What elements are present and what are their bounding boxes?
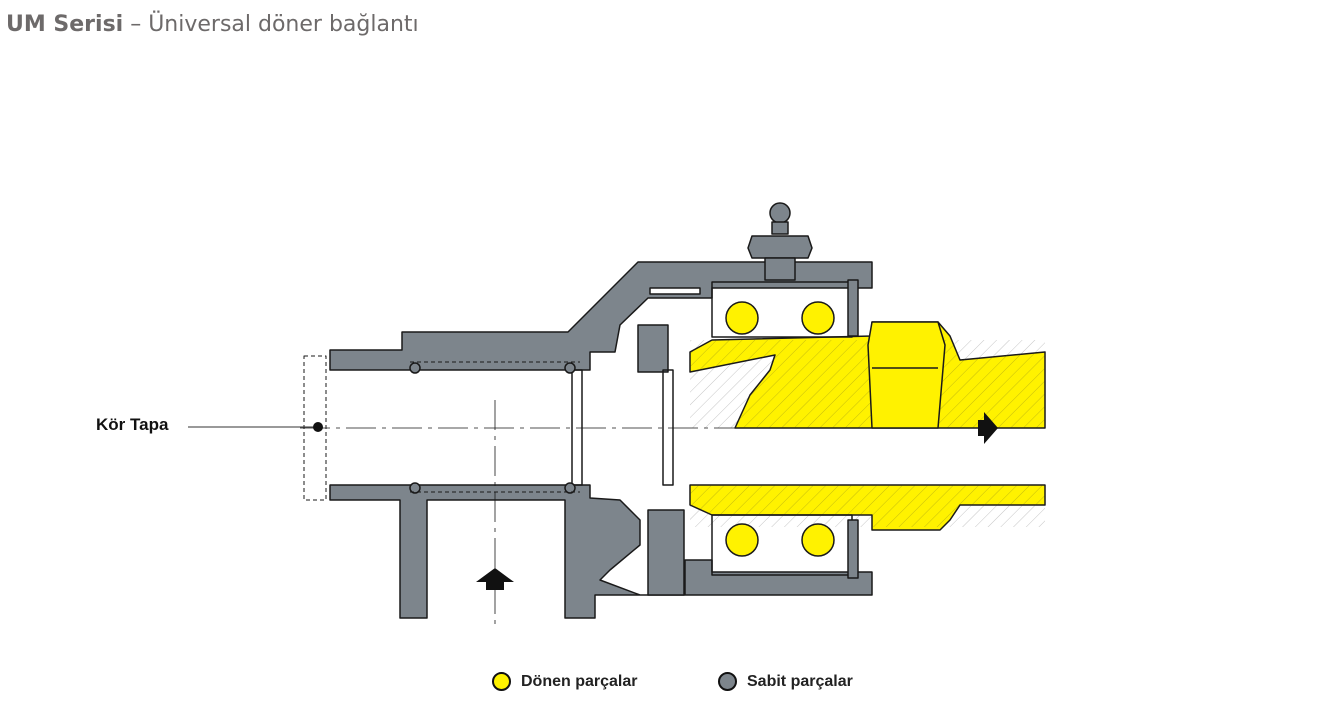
flow-out-arrow-icon: [978, 412, 998, 444]
seals: [409, 362, 674, 494]
rotating-shaft: [689, 321, 1046, 531]
callout-dot: [313, 422, 323, 432]
bearing-balls: [725, 301, 835, 557]
legend-label: Dönen parçalar: [521, 672, 638, 690]
legend-item-rotating: Dönen parçalar: [492, 672, 637, 691]
flow-in-arrow-icon: [476, 568, 514, 590]
blind-plug-label: Kör Tapa: [96, 415, 169, 434]
title-series: UM Serisi: [6, 12, 124, 37]
title-description: – Üniversal döner bağlantı: [123, 12, 419, 37]
stationary-housing: [329, 261, 873, 619]
yellow-dot-icon: [492, 672, 511, 691]
legend-label: Sabit parçalar: [747, 672, 853, 690]
gray-dot-icon: [718, 672, 737, 691]
page-title: UM Serisi – Üniversal döner bağlantı: [6, 12, 419, 37]
grease-nipple: [747, 202, 813, 281]
legend-item-stationary: Sabit parçalar: [718, 672, 853, 691]
